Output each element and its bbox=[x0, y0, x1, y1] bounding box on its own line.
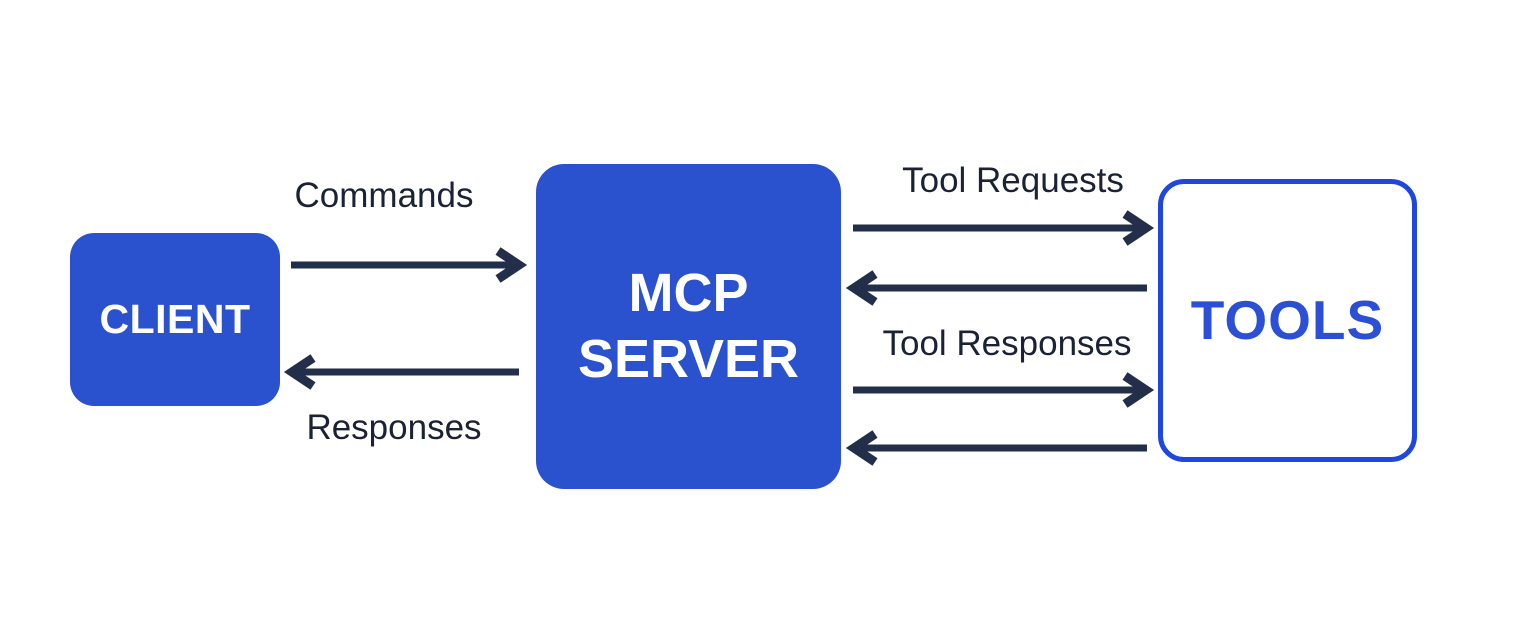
mcp-server-node-label: MCP SERVER bbox=[577, 262, 800, 389]
commands-arrow-right-icon bbox=[291, 247, 528, 283]
tool-requests-return-arrow-left-icon bbox=[845, 270, 1147, 306]
tool-requests-arrow-head bbox=[1122, 210, 1155, 246]
responses-arrow-left-icon bbox=[283, 354, 519, 390]
tools-node: TOOLS bbox=[1158, 179, 1417, 462]
tool-responses-edge-label: Tool Responses bbox=[882, 324, 1132, 363]
client-node-label: CLIENT bbox=[99, 296, 251, 343]
tools-node-label: TOOLS bbox=[1190, 288, 1385, 351]
tool-requests-arrow-right-icon bbox=[853, 210, 1155, 246]
tool-responses-arrow-head bbox=[1122, 372, 1155, 408]
responses-arrow-head bbox=[283, 354, 316, 390]
commands-arrow-head bbox=[495, 247, 528, 283]
tool-responses-return-arrow-head bbox=[845, 430, 878, 466]
tool-responses-return-arrow-left-icon bbox=[845, 430, 1147, 466]
tool-responses-arrow-right-icon bbox=[853, 372, 1155, 408]
responses-edge-label: Responses bbox=[306, 408, 482, 447]
commands-edge-label: Commands bbox=[294, 176, 474, 215]
tool-requests-return-arrow-head bbox=[845, 270, 878, 306]
tool-requests-edge-label: Tool Requests bbox=[902, 161, 1124, 200]
mcp-server-node: MCP SERVER bbox=[536, 164, 841, 489]
client-node: CLIENT bbox=[70, 233, 280, 406]
